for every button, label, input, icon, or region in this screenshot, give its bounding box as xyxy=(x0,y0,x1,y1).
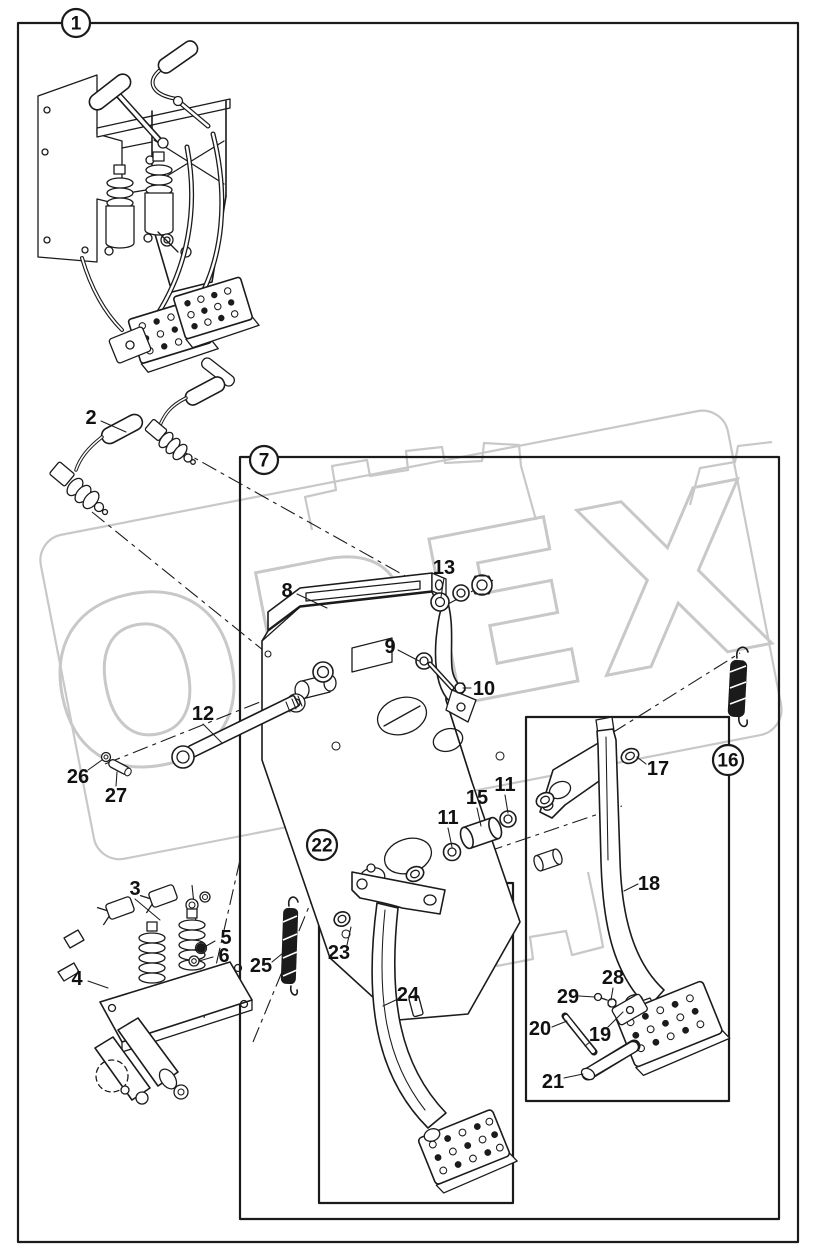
watermark-gear-top xyxy=(303,441,538,531)
return-spring xyxy=(727,646,749,728)
callout-15: 15 xyxy=(466,787,488,809)
watermark-gear-corner xyxy=(688,440,773,506)
cylinder-body-rear xyxy=(94,1036,151,1101)
detail-box-16 xyxy=(524,715,731,1103)
callout-8: 8 xyxy=(281,580,292,602)
callout-2: 2 xyxy=(85,407,96,429)
callout-19: 19 xyxy=(589,1024,611,1046)
nut-28 xyxy=(607,998,617,1008)
page-border xyxy=(16,21,800,1244)
callout-3: 3 xyxy=(129,878,140,900)
cylinder-bellows-left xyxy=(138,921,166,984)
svg-text:16: 16 xyxy=(717,751,738,772)
pedal-24-clevis xyxy=(351,871,446,915)
plate-19 xyxy=(611,993,648,1026)
circled-callout-1: 1 xyxy=(60,7,92,39)
leader-lines xyxy=(87,420,647,1079)
roller-washer-set xyxy=(442,810,517,862)
callout-21: 21 xyxy=(542,1071,564,1093)
callout-27: 27 xyxy=(105,785,127,807)
callout-12: 12 xyxy=(192,703,214,725)
callout-28: 28 xyxy=(602,967,624,989)
pedal-pad-18 xyxy=(615,980,731,1076)
cable-sensor-upper xyxy=(144,376,226,465)
callout-6: 6 xyxy=(218,945,229,967)
pin-21 xyxy=(580,1039,641,1081)
bushing-23 xyxy=(333,911,351,927)
callout-24: 24 xyxy=(397,984,420,1006)
hose-loop xyxy=(95,1059,129,1093)
cap-right xyxy=(139,884,178,914)
circled-callouts: 1 7 16 22 xyxy=(60,7,745,862)
svg-text:1: 1 xyxy=(71,14,82,35)
callout-26: 26 xyxy=(67,766,89,788)
pedal-arm-18 xyxy=(596,728,665,1009)
assembly-cylinder-left xyxy=(104,164,135,256)
callout-20: 20 xyxy=(529,1018,551,1040)
callout-18: 18 xyxy=(638,873,660,895)
washer-11-left xyxy=(442,842,462,862)
callout-13: 13 xyxy=(433,557,455,579)
pin-20 xyxy=(561,1012,598,1056)
bolt-29 xyxy=(593,992,608,1002)
callout-5: 5 xyxy=(220,927,231,949)
nut-10 xyxy=(454,682,466,694)
lever-grip-right xyxy=(157,40,199,74)
cable-sensor-lower xyxy=(49,413,144,516)
callout-17: 17 xyxy=(647,758,669,780)
pedal-22-group xyxy=(333,863,518,1194)
bolt-12 xyxy=(171,694,303,769)
washer-26 xyxy=(100,751,112,763)
bushing-inner xyxy=(533,848,563,872)
pedal-pad-24 xyxy=(417,1109,518,1194)
circled-callout-22: 22 xyxy=(305,828,339,862)
callout-25: 25 xyxy=(250,955,272,977)
complete-pedal-assembly xyxy=(37,40,260,387)
callout-9: 9 xyxy=(384,636,395,658)
nut-5 xyxy=(194,941,208,955)
svg-text:7: 7 xyxy=(259,451,270,472)
callout-29: 29 xyxy=(557,986,579,1008)
pin-27 xyxy=(108,759,132,777)
callout-labels: 2 3 4 5 6 8 9 10 11 11 12 13 15 17 18 19… xyxy=(67,407,669,1093)
assembly-pedal-pad-right xyxy=(173,276,260,349)
callout-11b: 11 xyxy=(494,774,515,796)
assembly-cylinder-right xyxy=(143,151,174,243)
assembly-stop-rod xyxy=(201,357,235,387)
mount-clips xyxy=(57,929,85,982)
callout-10: 10 xyxy=(473,678,495,700)
lever-grip-left xyxy=(88,73,132,111)
bracket-window xyxy=(351,637,393,673)
cap-left xyxy=(96,896,135,926)
washers-nut-13 xyxy=(430,574,493,612)
circled-callout-7: 7 xyxy=(248,444,280,476)
master-cylinder-group xyxy=(57,884,253,1105)
washer-6 xyxy=(188,955,200,967)
callout-4: 4 xyxy=(71,968,83,990)
cable-sensor-units xyxy=(49,376,226,516)
bushing-17 xyxy=(620,747,640,765)
detail-box-7 xyxy=(238,455,781,1221)
svg-text:22: 22 xyxy=(311,836,332,857)
callout-11a: 11 xyxy=(437,807,458,829)
roller-15 xyxy=(459,816,503,850)
circled-callout-16: 16 xyxy=(711,743,745,777)
spring-25 xyxy=(280,896,299,996)
pedal-16-group xyxy=(533,716,731,1081)
pedal-arm-24 xyxy=(371,902,447,1129)
callout-23: 23 xyxy=(328,942,350,964)
